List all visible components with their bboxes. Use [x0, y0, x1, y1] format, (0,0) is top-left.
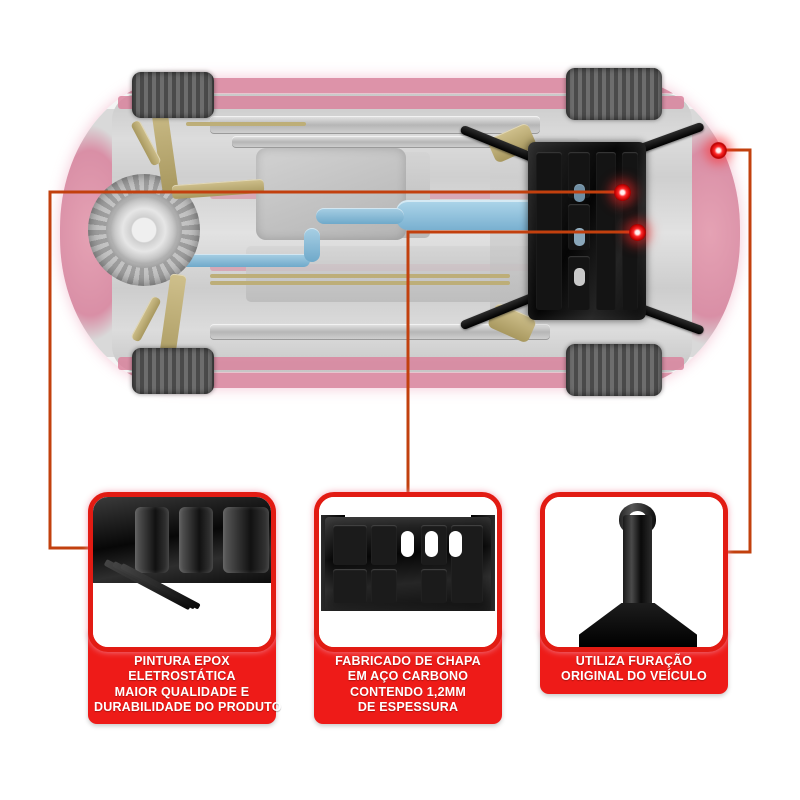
epox-paint-detail-image — [93, 497, 271, 647]
caption-line: FABRICADO DE CHAPA — [335, 654, 481, 668]
feature-card-2-photo — [314, 492, 502, 652]
wheel-front-left — [566, 68, 662, 120]
caption-line: EM AÇO CARBONO — [347, 669, 469, 684]
caption-line: UTILIZA FURAÇÃO — [575, 654, 693, 668]
wheel-rear-right — [132, 348, 214, 394]
feature-card-chapa-aco[interactable]: FABRICADO DE CHAPA EM AÇO CARBONO CONTEN… — [314, 492, 502, 724]
callout-dot-2[interactable] — [628, 223, 646, 241]
wheel-rear-left — [132, 72, 214, 118]
feature-card-furacao-original[interactable]: UTILIZA FURAÇÃO ORIGINAL DO VEÍCULO — [540, 492, 728, 694]
frame-rail-upper — [210, 116, 540, 134]
brake-line-rear — [186, 122, 306, 126]
wheel-front-right — [566, 344, 662, 396]
caption-line: ORIGINAL DO VEÍCULO — [561, 669, 707, 684]
caption-line: PINTURA EPOX — [134, 654, 230, 668]
callout-dot-3[interactable] — [709, 141, 727, 159]
caption-line: MAIOR QUALIDADE E — [114, 684, 250, 699]
steel-plate-image — [319, 497, 497, 647]
caption-line: CONTENDO 1,2MM — [349, 684, 466, 699]
caption-line: DE ESPESSURA — [357, 699, 459, 714]
feature-card-pintura-epox[interactable]: PINTURA EPOX ELETROSTÁTICA MAIOR QUALIDA… — [88, 492, 282, 724]
callout-dot-1[interactable] — [613, 183, 631, 201]
muffler — [396, 200, 542, 230]
fuel-line-a — [210, 274, 510, 278]
exhaust-bend — [304, 228, 320, 262]
caption-line: ELETROSTÁTICA — [128, 669, 236, 684]
fuel-tank — [256, 148, 406, 240]
exhaust-pipe-mid — [316, 208, 404, 224]
fuel-line-b — [210, 281, 510, 285]
caption-line: DURABILIDADE DO PRODUTO — [94, 699, 282, 714]
mounting-bracket-image — [545, 497, 723, 647]
feature-card-1-photo — [88, 492, 276, 652]
feature-card-3-photo — [540, 492, 728, 652]
perforated-brace-upper — [232, 136, 512, 148]
rocker-panel-top — [118, 96, 684, 109]
exhaust-pipe-rear — [180, 254, 310, 267]
